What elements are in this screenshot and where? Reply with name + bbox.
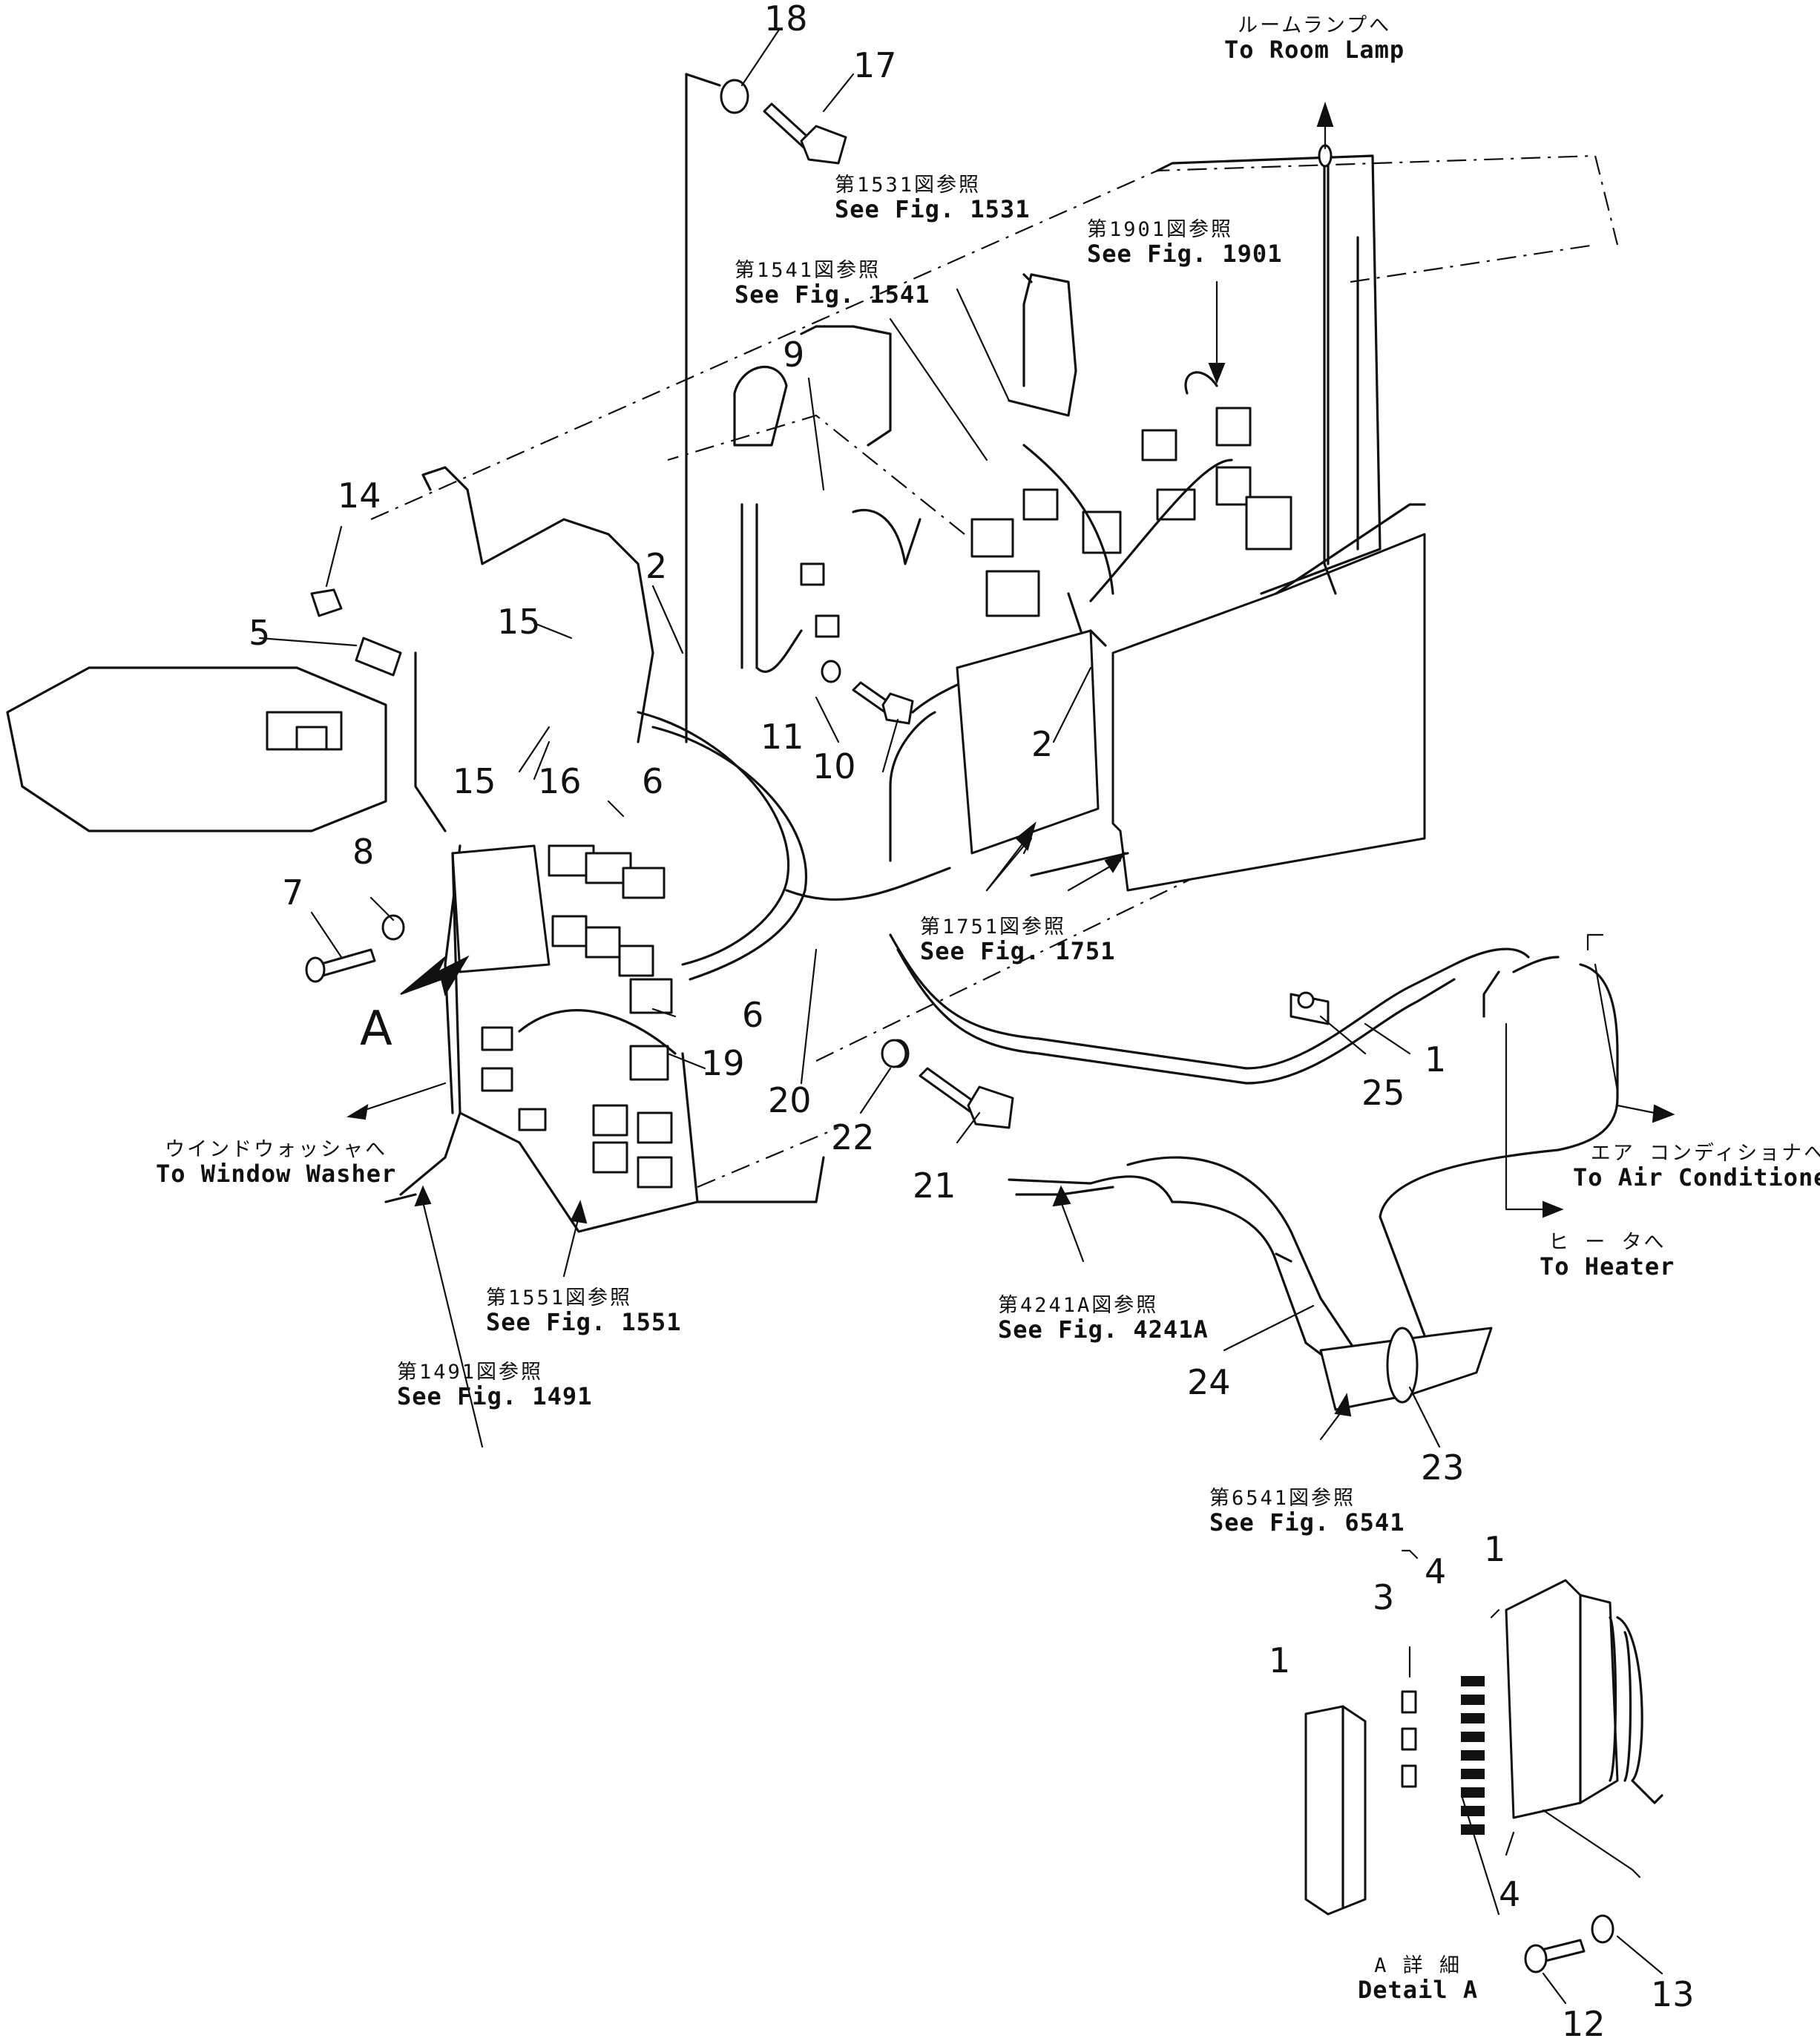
part-number-5: 5 — [249, 613, 271, 653]
detail-part-1-right: 1 — [1484, 1529, 1506, 1569]
ref-fig-1551: 第1551図参照 See Fig. 1551 — [486, 1286, 682, 1337]
part-number-7: 7 — [282, 873, 304, 913]
part-number-1: 1 — [1425, 1039, 1447, 1079]
part-number-15-lower: 15 — [453, 761, 496, 801]
part-number-21: 21 — [913, 1166, 956, 1206]
part-number-17: 17 — [853, 45, 897, 85]
washer-22 — [881, 1039, 907, 1068]
controller-boxes — [956, 503, 1426, 892]
bolt-10 — [821, 660, 914, 725]
part-number-8: 8 — [352, 832, 375, 872]
detail-part-12: 12 — [1562, 2004, 1606, 2044]
detail-a-caption: A 詳 細 Detail A — [1358, 1954, 1479, 2005]
part-number-24: 24 — [1187, 1362, 1231, 1402]
ref-fig-1491: 第1491図参照 See Fig. 1491 — [397, 1361, 593, 1411]
detail-part-4-lower: 4 — [1499, 1874, 1521, 1914]
ref-fig-1531: 第1531図参照 See Fig. 1531 — [835, 174, 1031, 224]
relay-group — [481, 844, 673, 1189]
view-label-a: A — [360, 1002, 392, 1056]
ref-fig-6541: 第6541図参照 See Fig. 6541 — [1209, 1487, 1405, 1537]
seat-and-panel — [6, 466, 654, 1114]
part-number-23: 23 — [1421, 1447, 1465, 1488]
fuse-box — [384, 844, 699, 1233]
part-number-10: 10 — [812, 746, 856, 786]
ref-room-lamp: ルームランプへ To Room Lamp — [1224, 14, 1405, 65]
ref-air-conditioner: エア コンディショナへ To Air Conditioner — [1573, 1142, 1820, 1192]
clamp-25 — [1290, 991, 1330, 1025]
detail-part-4-upper: 4 — [1425, 1551, 1447, 1591]
part-number-16: 16 — [538, 761, 582, 801]
frame-post — [685, 73, 825, 1203]
fuse-strip — [1461, 1676, 1485, 1835]
ref-fig-4241a: 第4241A図参照 See Fig. 4241A — [998, 1294, 1209, 1344]
ref-fig-1901: 第1901図参照 See Fig. 1901 — [1087, 218, 1283, 269]
ref-fig-1541: 第1541図参照 See Fig. 1541 — [735, 259, 930, 309]
part-number-25: 25 — [1361, 1073, 1405, 1113]
bolt-7 — [305, 914, 405, 983]
part-number-9: 9 — [783, 335, 805, 375]
detail-part-13: 13 — [1651, 1974, 1695, 2014]
cab-panel-outline — [370, 154, 1619, 1189]
bolt-17 — [720, 79, 847, 165]
part-number-20: 20 — [768, 1080, 812, 1120]
part-number-14: 14 — [338, 476, 381, 516]
ref-fig-1751: 第1751図参照 See Fig. 1751 — [920, 916, 1116, 966]
cable-24 — [1008, 1175, 1493, 1411]
part-number-19: 19 — [701, 1043, 745, 1083]
detail-part-3: 3 — [1373, 1577, 1395, 1617]
ref-window-washer: ウインドウォッシャへ To Window Washer — [156, 1138, 397, 1189]
part-number-18: 18 — [764, 0, 808, 39]
detail-part-1-left: 1 — [1269, 1640, 1291, 1680]
ref-heater: ヒ ー タへ To Heater — [1540, 1231, 1675, 1281]
leader-lines — [258, 28, 1675, 2005]
upper-connectors — [733, 273, 1292, 673]
view-arrow-a — [400, 955, 470, 996]
part-number-2-left: 2 — [645, 546, 668, 586]
part-number-11: 11 — [760, 717, 804, 757]
part-number-22: 22 — [831, 1117, 875, 1157]
part-number-15-upper: 15 — [497, 602, 541, 642]
room-lamp-wire — [1316, 101, 1337, 595]
part-number-6-lower: 6 — [742, 995, 764, 1035]
switch-14-5 — [266, 588, 402, 751]
part-number-2-right: 2 — [1031, 724, 1054, 764]
detail-a-drawing — [1304, 1579, 1663, 1974]
part-number-6-upper: 6 — [642, 761, 664, 801]
